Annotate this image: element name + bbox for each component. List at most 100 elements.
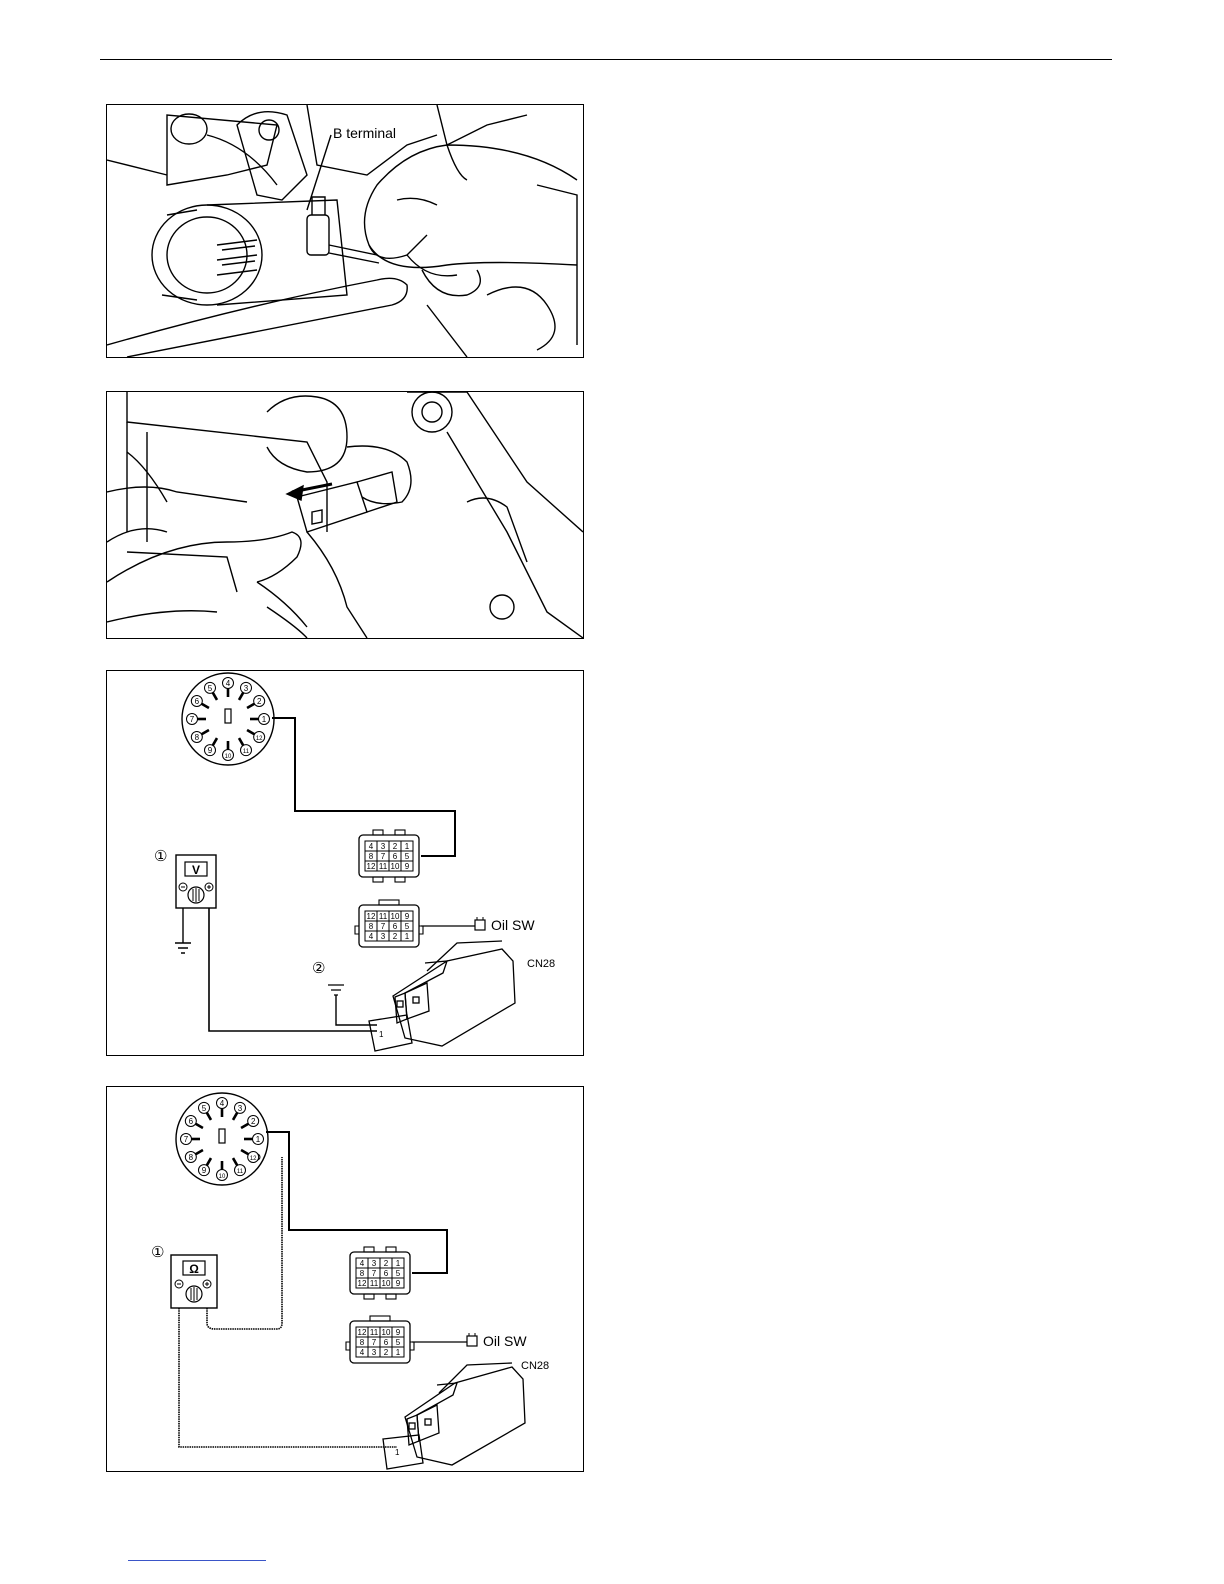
connector-a: 432187651211109: [359, 830, 419, 882]
dial-pin-label: 2: [257, 697, 262, 706]
connector-pin-label: 5: [405, 922, 410, 931]
connector-pin-label: 11: [379, 912, 388, 921]
dial-pin-label: 8: [195, 733, 200, 742]
connector-pin-label: 9: [396, 1279, 401, 1288]
ground-2-symbol: [328, 985, 344, 995]
connector-pin-label: 6: [393, 852, 398, 861]
meter-lead-positive: [207, 1157, 282, 1329]
voltmeter-icon: V: [176, 855, 216, 908]
connector-pin-label: 1: [396, 1259, 401, 1268]
cn28-connector: [383, 1363, 525, 1469]
connector-pin-label: 5: [405, 852, 410, 861]
figure-connector-disconnect: [106, 391, 584, 639]
callout-1: ①: [151, 1244, 164, 1261]
connector-pin-label: 8: [360, 1269, 365, 1278]
connector-pin-label: 4: [360, 1348, 365, 1357]
connector-pin-label: 3: [381, 842, 386, 851]
connector-pin-label: 5: [396, 1338, 401, 1347]
meter-symbol: V: [192, 863, 200, 877]
connector-pin-label: 9: [405, 912, 410, 921]
cn28-pin-label: 1: [379, 1030, 384, 1039]
dial-pin-label: 1: [256, 1135, 261, 1144]
connector-pin-label: 1: [405, 932, 410, 941]
connector-pin-label: 1: [405, 842, 410, 851]
connector-pin-label: 5: [396, 1269, 401, 1278]
connector-pin-label: 1: [396, 1348, 401, 1357]
connector-pin-label: 12: [358, 1328, 367, 1337]
connector-pin-label: 2: [393, 842, 398, 851]
connector-pin-label: 9: [396, 1328, 401, 1337]
dial-pin-label: 7: [184, 1135, 189, 1144]
figure-alternator-b-terminal: B terminal: [106, 104, 584, 358]
dial-pin-label: 11: [237, 1169, 244, 1175]
callout-2: ②: [312, 960, 325, 977]
dial-pin-label: 1: [262, 715, 267, 724]
connector-pin-label: 7: [381, 922, 386, 931]
dial-pin-label: 7: [190, 715, 195, 724]
connector-pin-label: 11: [370, 1279, 379, 1288]
connector-pin-label: 11: [379, 862, 388, 871]
dial-pin-label: 4: [226, 679, 231, 688]
connector-pin-label: 10: [382, 1279, 391, 1288]
header-rule: [100, 59, 1112, 60]
ohmmeter-icon: Ω: [171, 1255, 217, 1308]
connector-pin-label: 2: [393, 932, 398, 941]
dial-pin-label: 9: [208, 746, 213, 755]
connector-pin-label: 12: [367, 912, 376, 921]
dial-pin-label: 5: [202, 1104, 207, 1113]
connector-pin-label: 8: [369, 852, 374, 861]
callout-1: ①: [154, 848, 167, 865]
ground-symbol: [175, 943, 191, 953]
connector-pin-label: 7: [372, 1338, 377, 1347]
dial-pin-label: 6: [195, 697, 200, 706]
b-terminal-label: B terminal: [333, 125, 396, 141]
connector-pin-label: 10: [391, 912, 400, 921]
dial-pin-label: 12: [250, 1156, 257, 1162]
cn28-pin-label: 1: [395, 1448, 400, 1457]
connector-pin-label: 12: [358, 1279, 367, 1288]
connector-pin-label: 10: [391, 862, 400, 871]
dial-pin-label: 10: [219, 1174, 226, 1180]
connector-pin-label: 10: [382, 1328, 391, 1337]
connector-pin-label: 3: [372, 1348, 377, 1357]
dial-pin-label: 8: [189, 1153, 194, 1162]
footer-link-rule: [128, 1560, 266, 1561]
dial-pin-label: 5: [208, 684, 213, 693]
connector-pin-label: 11: [370, 1328, 379, 1337]
connector-pin-label: 4: [369, 932, 374, 941]
oil-switch-label: Oil SW: [491, 917, 535, 933]
connector-pin-label: 6: [384, 1269, 389, 1278]
dial-pin-label: 4: [220, 1099, 225, 1108]
connector-pin-label: 2: [384, 1259, 389, 1268]
connector-illustration: [107, 392, 583, 638]
oil-switch-label: Oil SW: [483, 1333, 527, 1349]
alternator-illustration: B terminal: [107, 105, 583, 357]
connector-pin-label: 8: [360, 1338, 365, 1347]
meter-lead: [209, 908, 377, 1031]
meter-symbol: Ω: [189, 1262, 199, 1276]
cn28-label: CN28: [521, 1360, 549, 1372]
dial-pin-label: 3: [244, 684, 249, 693]
dial-pin-label: 10: [225, 754, 232, 760]
dial-pin-label: 2: [251, 1117, 256, 1126]
oil-switch-icon: [475, 920, 485, 930]
connector-pin-label: 12: [367, 862, 376, 871]
connector-pin-label: 9: [405, 862, 410, 871]
dial-pin-label: 6: [189, 1117, 194, 1126]
cn28-connector: [369, 941, 515, 1051]
cn28-label: CN28: [527, 958, 555, 970]
oil-switch-icon: [467, 1336, 477, 1346]
dial-pin-label: 3: [238, 1104, 243, 1113]
connector-pin-label: 7: [372, 1269, 377, 1278]
connector-pin-label: 8: [369, 922, 374, 931]
connector-pin-label: 3: [372, 1259, 377, 1268]
connector-pin-label: 6: [384, 1338, 389, 1347]
